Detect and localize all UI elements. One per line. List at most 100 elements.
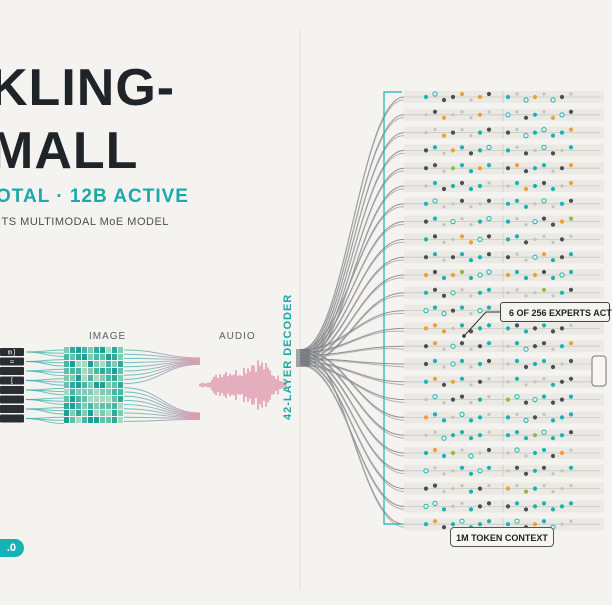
text-image-connector bbox=[25, 380, 65, 386]
image-patch bbox=[76, 347, 81, 353]
expert-open-dot bbox=[432, 500, 438, 506]
image-patch bbox=[64, 389, 69, 395]
expert-router-dot bbox=[523, 169, 529, 174]
expert-active-dot bbox=[477, 130, 483, 135]
expert-idle-dot bbox=[469, 347, 473, 351]
image-patch bbox=[82, 396, 87, 402]
expert-active-dot bbox=[432, 145, 438, 150]
expert-active-dot bbox=[505, 522, 511, 527]
image-patch bbox=[106, 389, 111, 395]
image-patch bbox=[88, 368, 93, 374]
image-patch bbox=[64, 347, 69, 353]
expert-active-dot bbox=[486, 341, 492, 346]
expert-router-dot bbox=[486, 252, 492, 257]
expert-router-dot bbox=[523, 364, 529, 370]
expert-active-dot bbox=[514, 180, 520, 186]
expert-idle-dot bbox=[442, 347, 446, 351]
expert-idle-dot bbox=[515, 217, 519, 221]
expert-idle-dot bbox=[451, 113, 455, 117]
image-patch bbox=[100, 361, 105, 367]
expert-router-dot bbox=[550, 329, 556, 334]
expert-active-dot bbox=[550, 436, 556, 441]
expert-active-dot bbox=[432, 252, 438, 257]
expert-open-dot bbox=[450, 290, 456, 296]
text-image-connector bbox=[25, 351, 65, 357]
expert-idle-dot bbox=[460, 128, 464, 132]
image-patch bbox=[94, 375, 99, 381]
image-patch bbox=[76, 361, 81, 367]
image-patch bbox=[100, 375, 105, 381]
image-patch bbox=[106, 382, 111, 388]
expert-open-dot bbox=[532, 219, 538, 225]
expert-router-dot bbox=[423, 361, 429, 367]
text-token-cell bbox=[0, 386, 24, 394]
bundle-core bbox=[296, 349, 310, 367]
image-patch bbox=[88, 389, 93, 395]
expert-shared-dot bbox=[541, 287, 547, 292]
image-patch bbox=[88, 361, 93, 367]
image-patch bbox=[88, 347, 93, 353]
expert-router-dot bbox=[514, 465, 520, 470]
expert-selected-dot bbox=[568, 180, 574, 186]
expert-active-dot bbox=[441, 418, 447, 423]
image-patch bbox=[88, 382, 93, 388]
image-patch bbox=[106, 410, 111, 416]
expert-open-dot bbox=[450, 219, 456, 225]
expert-active-dot bbox=[459, 465, 465, 470]
expert-idle-dot bbox=[469, 312, 473, 316]
expert-active-dot bbox=[532, 166, 538, 171]
expert-shared-dot bbox=[568, 216, 574, 221]
expert-router-dot bbox=[559, 237, 565, 242]
image-patch bbox=[70, 368, 75, 374]
expert-router-dot bbox=[559, 326, 565, 331]
expert-active-dot bbox=[459, 145, 465, 150]
expert-idle-dot bbox=[551, 347, 555, 351]
expert-idle-dot bbox=[442, 472, 446, 476]
expert-active-dot bbox=[541, 447, 547, 453]
image-audio-connector bbox=[123, 353, 201, 360]
expert-active-dot bbox=[486, 465, 492, 470]
image-patch bbox=[118, 375, 123, 381]
image-audio-connector bbox=[123, 391, 201, 415]
expert-open-dot bbox=[423, 308, 429, 314]
expert-open-dot bbox=[523, 346, 529, 352]
expert-idle-dot bbox=[551, 240, 555, 244]
expert-idle-dot bbox=[424, 433, 428, 437]
expert-router-dot bbox=[423, 344, 429, 349]
image-patch bbox=[82, 417, 87, 423]
expert-idle-dot bbox=[433, 128, 437, 132]
expert-open-dot bbox=[541, 127, 547, 133]
expert-router-dot bbox=[559, 397, 565, 402]
expert-idle-dot bbox=[451, 504, 455, 508]
image-patch bbox=[94, 396, 99, 402]
expert-idle-dot bbox=[487, 395, 491, 399]
expert-router-dot bbox=[532, 415, 538, 420]
expert-router-dot bbox=[486, 447, 492, 453]
expert-active-dot bbox=[532, 130, 538, 135]
image-patch bbox=[88, 403, 93, 409]
expert-selected-dot bbox=[477, 94, 483, 100]
decoder-input-strand bbox=[299, 206, 405, 352]
callout-pointer-line bbox=[463, 311, 500, 337]
expert-active-dot bbox=[550, 507, 556, 512]
expert-idle-dot bbox=[569, 92, 573, 96]
expert-selected-dot bbox=[514, 163, 520, 168]
image-patch bbox=[100, 410, 105, 416]
expert-router-dot bbox=[450, 94, 456, 100]
expert-router-dot bbox=[514, 323, 520, 328]
expert-idle-dot bbox=[542, 92, 546, 96]
image-patch bbox=[106, 396, 111, 402]
text-image-connector bbox=[25, 408, 65, 415]
expert-router-dot bbox=[486, 91, 492, 97]
expert-open-dot bbox=[514, 518, 520, 524]
expert-open-dot bbox=[423, 503, 429, 509]
image-patch bbox=[82, 361, 87, 367]
expert-router-dot bbox=[423, 255, 429, 260]
image-patch-grid bbox=[64, 347, 123, 423]
expert-router-dot bbox=[568, 358, 574, 364]
expert-open-dot bbox=[532, 254, 538, 260]
expert-open-dot bbox=[486, 269, 492, 275]
decoder-input-strand bbox=[299, 359, 405, 475]
image-patch bbox=[112, 354, 117, 360]
image-patch bbox=[64, 368, 69, 374]
